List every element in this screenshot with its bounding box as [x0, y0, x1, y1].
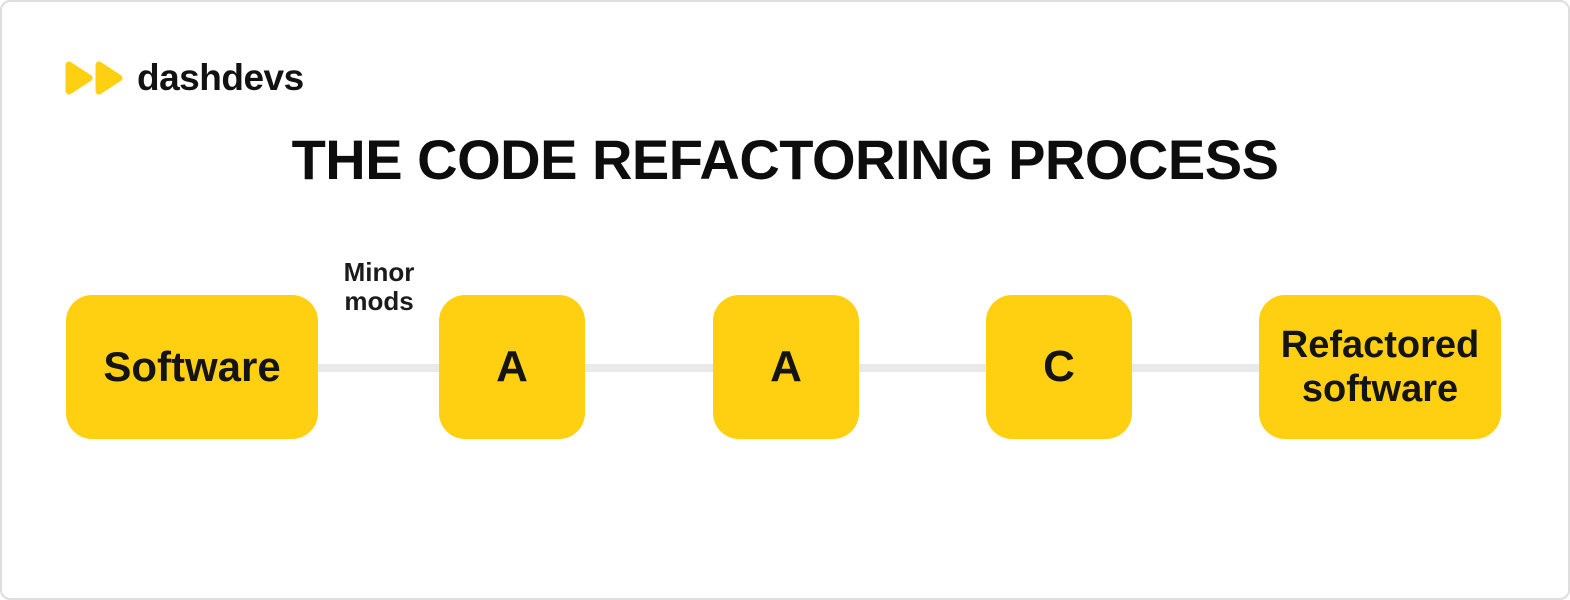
flow-node-software: Software [66, 295, 318, 439]
page-title: THE CODE REFACTORING PROCESS [291, 128, 1279, 191]
flow-node-a-2: A [713, 295, 859, 439]
flow-node-refactored-software: Refactored software [1259, 295, 1501, 439]
connector-label-minor-mods: Minor mods [343, 257, 415, 316]
flow-node-a-1: A [439, 295, 585, 439]
brand-logo: dashdevs [65, 57, 304, 98]
brand-wordmark: dashdevs [137, 57, 304, 98]
flow-node-c: C [986, 295, 1132, 439]
play-triangles-icon [65, 61, 123, 95]
